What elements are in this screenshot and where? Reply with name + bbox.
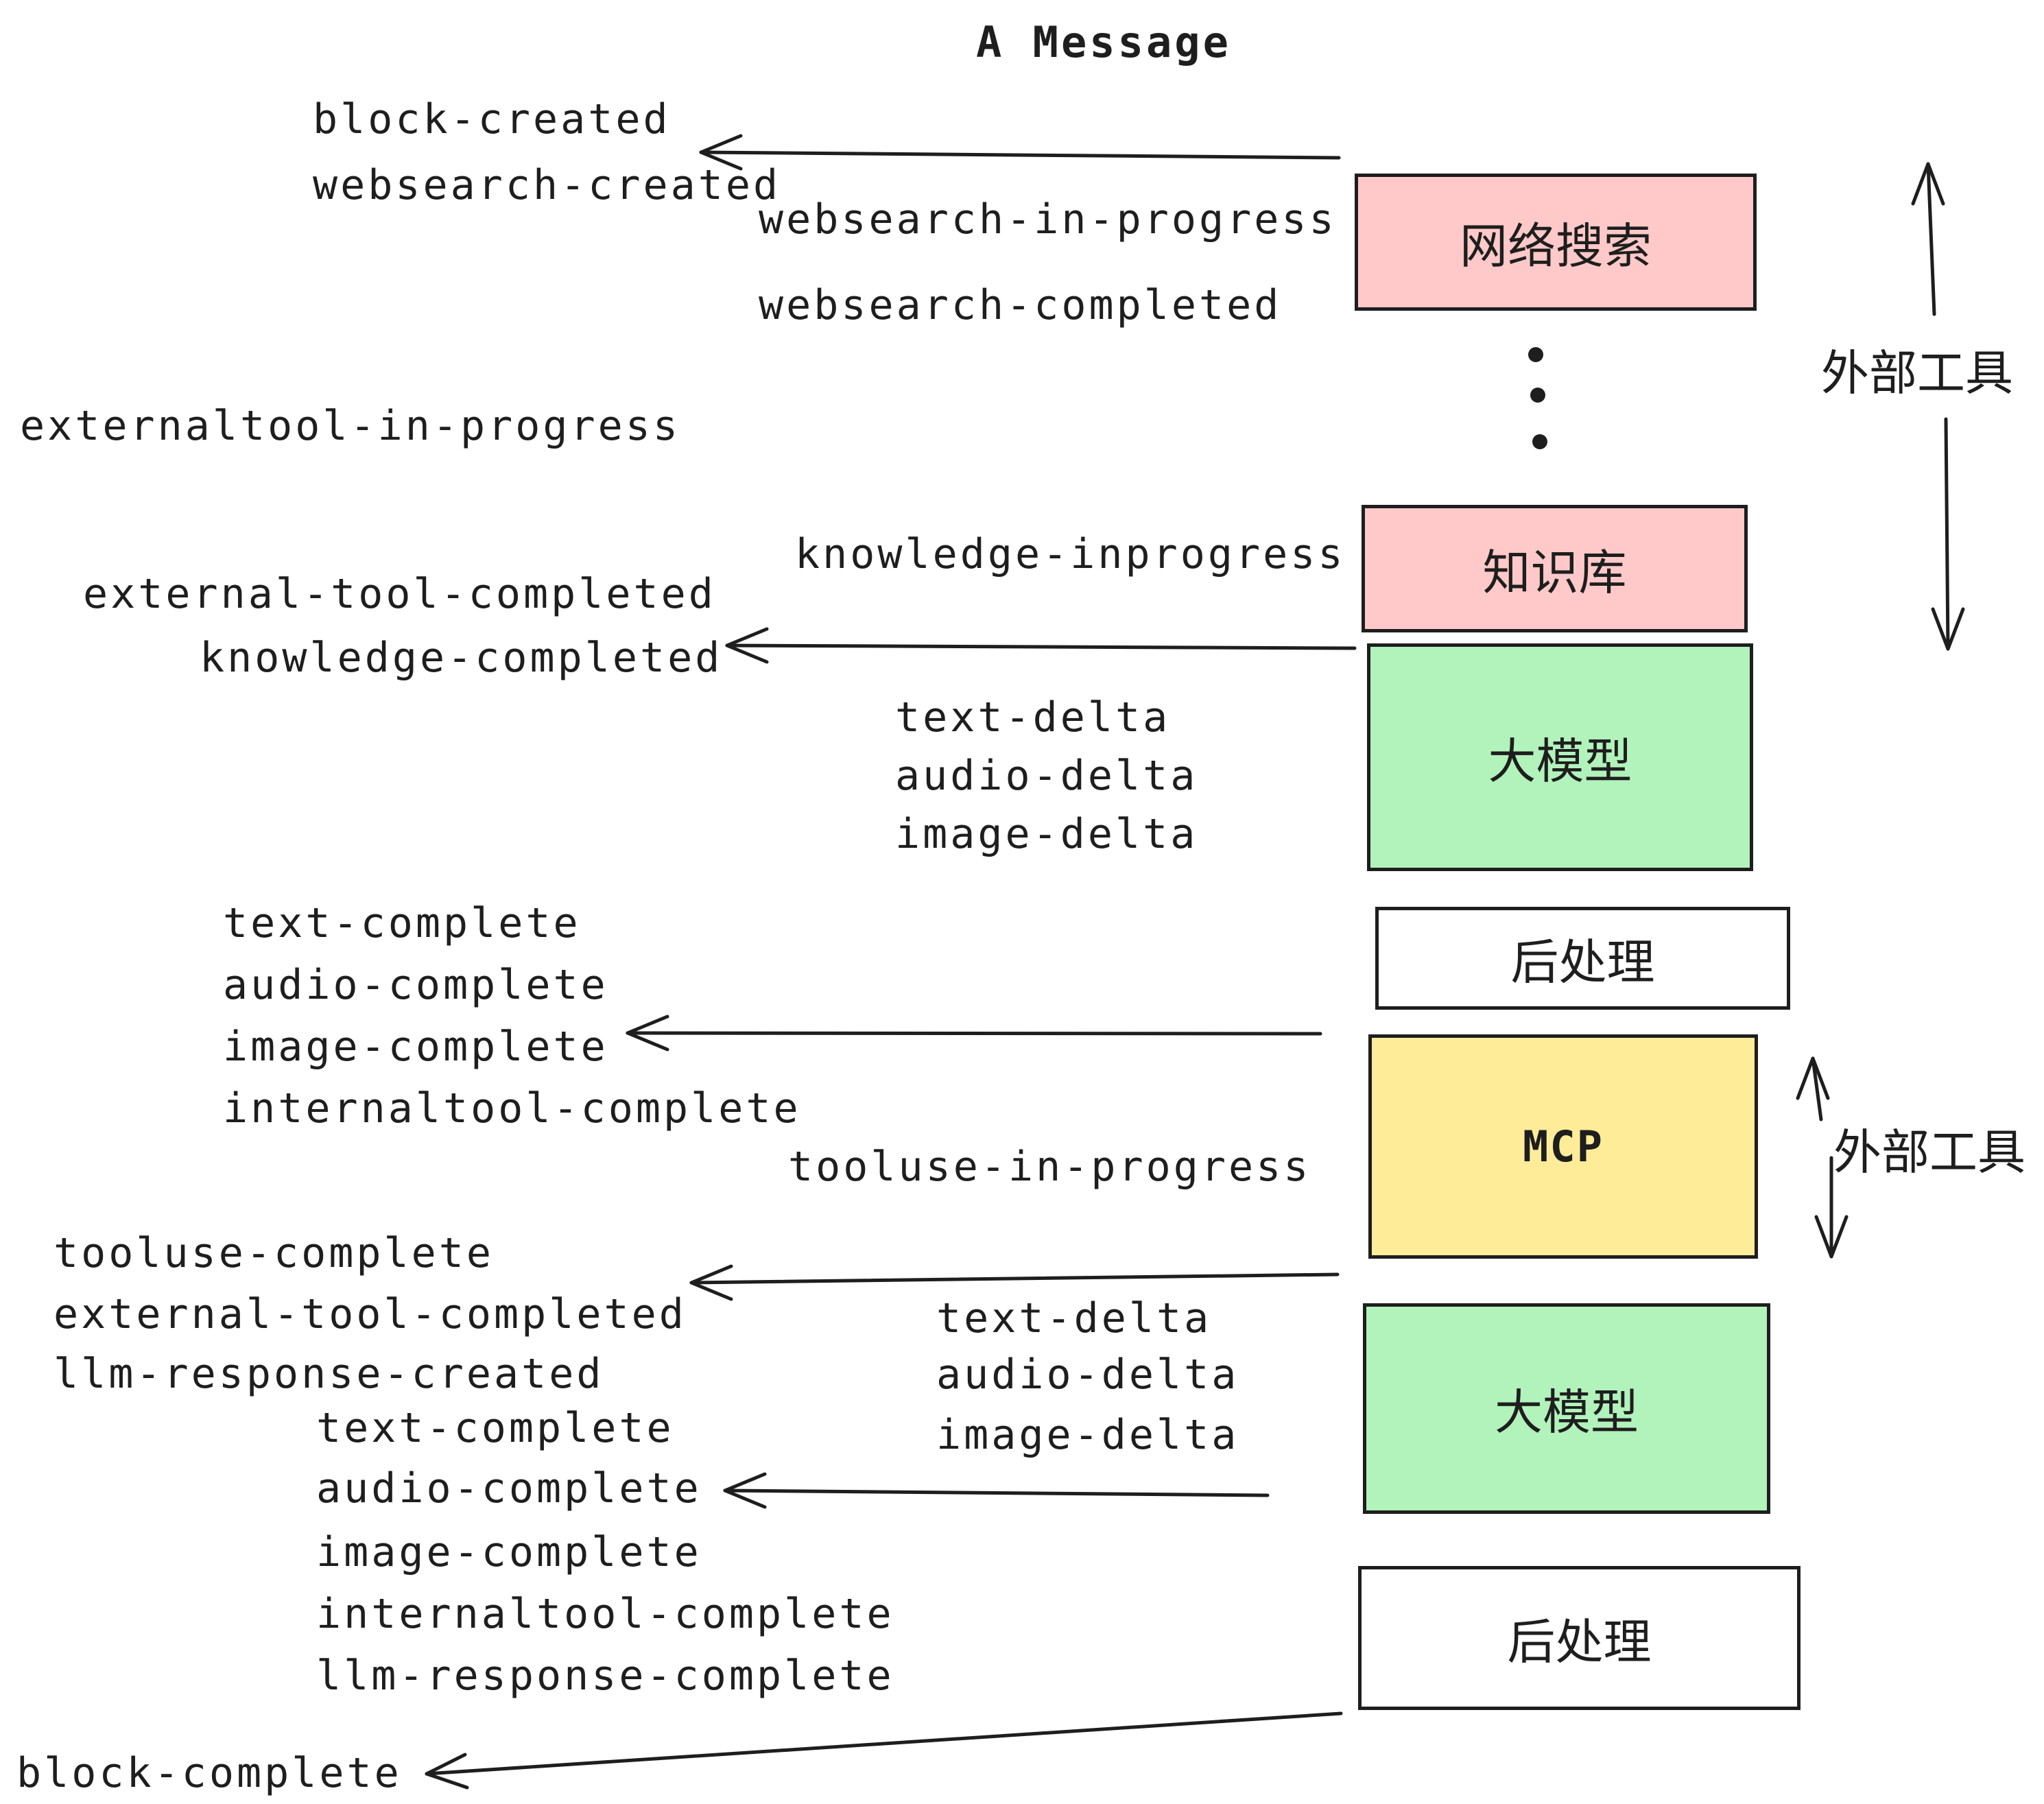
ellipsis-dots — [1528, 347, 1547, 449]
external-tools-label-2: 外部工具 — [1833, 1124, 2025, 1180]
event-label-websearch-created: websearch-created — [313, 161, 781, 209]
event-label-image-delta-2: image-delta — [936, 1411, 1239, 1459]
event-label-image-complete-1: image-complete — [223, 1023, 608, 1071]
external-tools-up-arrow-2 — [1796, 1056, 1830, 1121]
event-label-image-complete-2: image-complete — [316, 1528, 702, 1576]
event-label-llm-response-created: llm-response-created — [54, 1350, 604, 1398]
box-postprocess-1-label: 后处理 — [1510, 934, 1655, 990]
box-knowledge-base-label: 知识库 — [1482, 544, 1627, 601]
box-websearch: 网络搜索 — [1355, 174, 1757, 311]
box-postprocess-2-label: 后处理 — [1507, 1613, 1652, 1670]
diagram-title: A Message — [976, 17, 1231, 67]
event-label-block-complete: block-complete — [16, 1749, 402, 1797]
event-label-tooluse-in-progress: tooluse-in-progress — [788, 1143, 1311, 1191]
external-tools-label-1: 外部工具 — [1821, 345, 2013, 401]
event-label-internaltool-complete-2: internaltool-complete — [316, 1590, 894, 1638]
event-label-text-complete-2: text-complete — [316, 1404, 674, 1452]
box-websearch-label: 网络搜索 — [1460, 217, 1652, 274]
event-label-websearch-in-progress: websearch-in-progress — [759, 195, 1337, 244]
arrow-tooluse-complete — [689, 1264, 1340, 1301]
arrow-knowledge-completed — [725, 627, 1357, 664]
event-label-audio-complete-1: audio-complete — [223, 961, 608, 1009]
event-label-external-tool-completed-1: external-tool-completed — [83, 570, 716, 618]
event-label-knowledge-inprogress: knowledge-inprogress — [795, 530, 1346, 578]
event-label-block-created: block-created — [313, 95, 671, 143]
box-mcp-label: MCP — [1523, 1121, 1604, 1172]
event-label-image-delta-1: image-delta — [895, 810, 1198, 858]
event-label-text-delta-2: text-delta — [936, 1294, 1212, 1342]
arrow-image-complete — [626, 1014, 1322, 1052]
box-llm-1-label: 大模型 — [1488, 733, 1632, 790]
box-postprocess-1: 后处理 — [1375, 907, 1790, 1010]
event-label-audio-delta-1: audio-delta — [895, 752, 1198, 800]
event-label-text-complete-1: text-complete — [223, 899, 581, 947]
event-label-knowledge-completed: knowledge-completed — [200, 634, 723, 682]
external-tools-up-arrow-1 — [1911, 162, 1945, 316]
external-tools-down-arrow-2 — [1814, 1156, 1849, 1259]
box-llm-1: 大模型 — [1367, 643, 1753, 871]
event-label-audio-delta-2: audio-delta — [936, 1351, 1239, 1399]
event-label-llm-response-complete: llm-response-complete — [316, 1652, 894, 1700]
box-llm-2-label: 大模型 — [1495, 1384, 1639, 1440]
arrow-block-complete — [425, 1711, 1343, 1790]
arrow-block-created — [699, 134, 1341, 171]
arrow-audio-complete-2 — [723, 1472, 1270, 1509]
box-postprocess-2: 后处理 — [1358, 1566, 1801, 1710]
event-label-internaltool-complete-1: internaltool-complete — [223, 1084, 801, 1132]
event-label-audio-complete-2: audio-complete — [316, 1464, 702, 1512]
event-label-websearch-completed: websearch-completed — [759, 281, 1282, 329]
event-label-externaltool-in-progress: externaltool-in-progress — [20, 402, 680, 450]
box-llm-2: 大模型 — [1363, 1303, 1770, 1514]
event-label-tooluse-complete: tooluse-complete — [54, 1229, 494, 1277]
event-label-text-delta-1: text-delta — [895, 693, 1171, 741]
box-mcp: MCP — [1368, 1034, 1758, 1259]
external-tools-down-arrow-1 — [1931, 417, 1965, 651]
box-knowledge-base: 知识库 — [1362, 505, 1748, 632]
event-label-external-tool-completed-2: external-tool-completed — [54, 1290, 687, 1338]
